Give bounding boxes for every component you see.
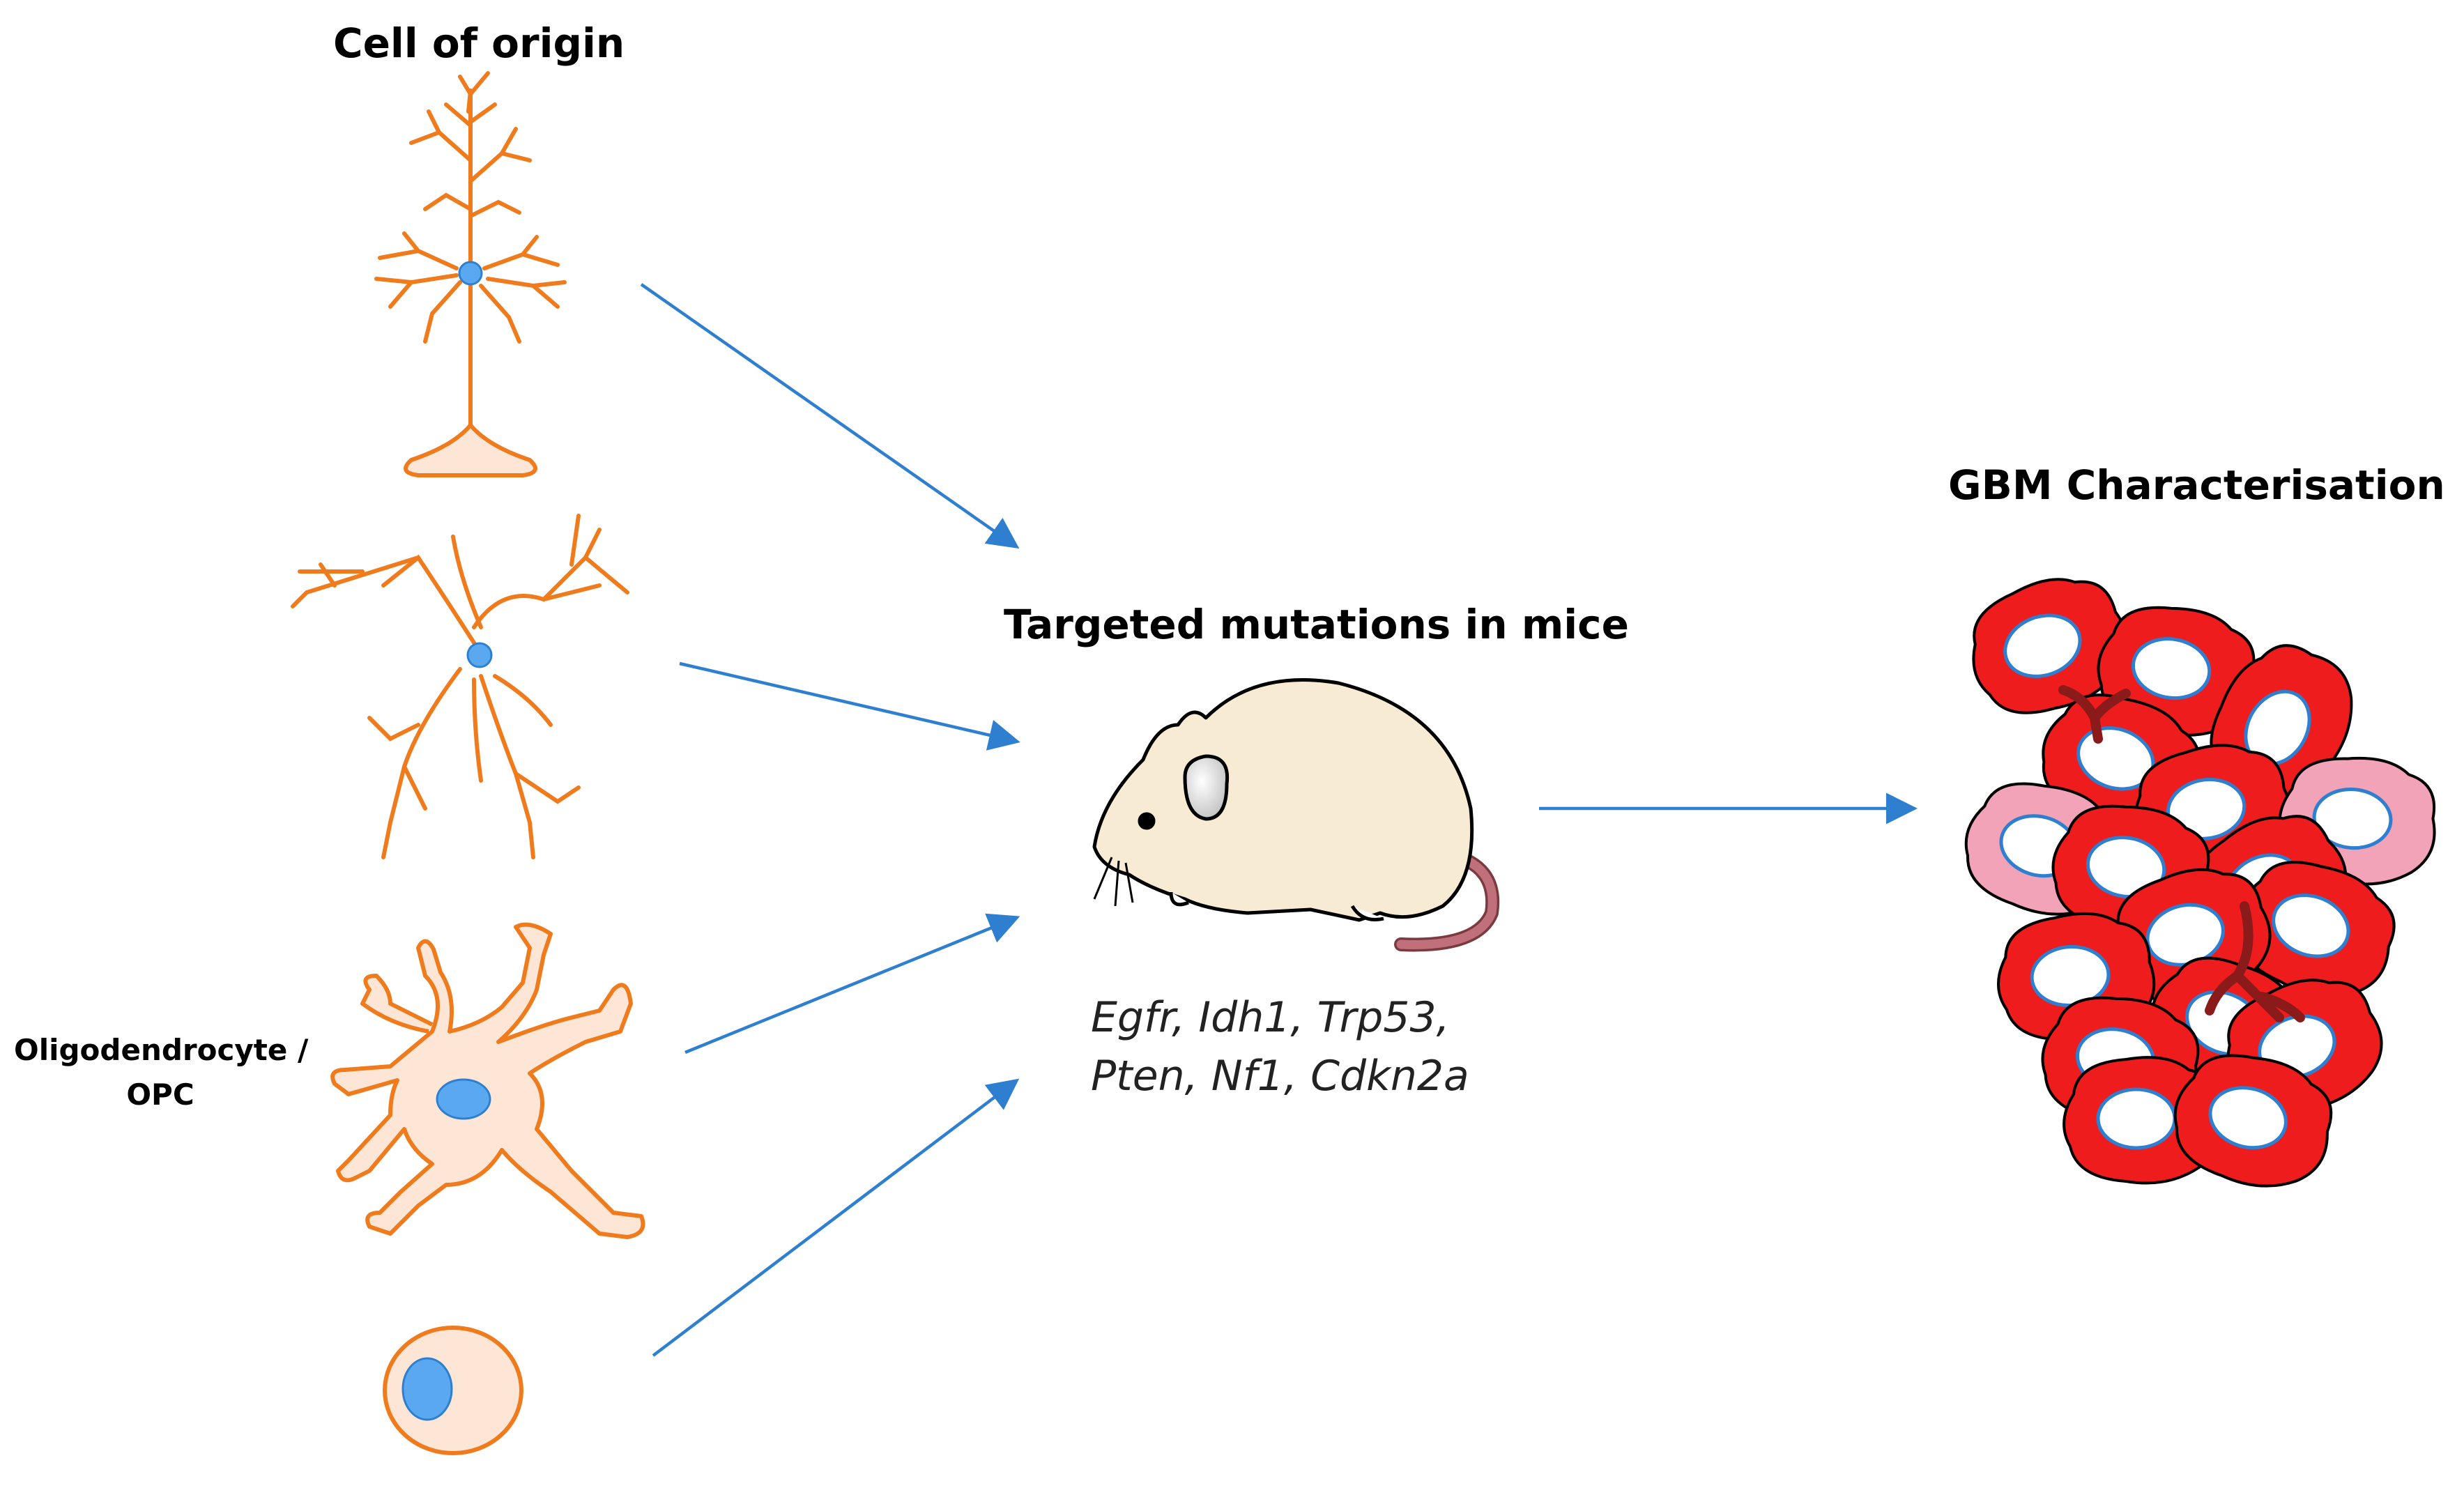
- astrocyte-nucleus: [466, 642, 493, 668]
- tumor-cell: [2173, 1054, 2333, 1188]
- gbm-characterisation-title: GBM Characterisation: [1948, 461, 2445, 509]
- mouse-icon: [1092, 678, 1500, 952]
- tumor-cell: [1972, 578, 2129, 714]
- gene-list: Egfr, Idh1, Trp53, Pten, Nf1, Cdkn2a: [1091, 988, 1469, 1105]
- neuron-icon: [374, 71, 567, 477]
- neuron-nucleus: [458, 261, 483, 286]
- blood-vessel: [2257, 992, 2305, 1022]
- oligodendrocyte-label-line1: Oligodendrocyte /: [14, 1033, 309, 1067]
- oligodendrocyte-label-line2: OPC: [126, 1077, 194, 1112]
- gene-list-line2: Pten, Nf1, Cdkn2a: [1091, 1052, 1469, 1100]
- tumor-cell: [2063, 1056, 2221, 1185]
- arrow-oligodendrocyte-to-mouse: [684, 913, 1020, 1054]
- blood-vessel: [2090, 713, 2103, 744]
- cell-of-origin-title: Cell of origin: [333, 20, 625, 67]
- input-arrows: [640, 283, 1020, 1357]
- neural-stem-cell-icon: [383, 1326, 523, 1455]
- tumor-cell: [2237, 861, 2396, 997]
- astrocyte-icon: [291, 514, 629, 859]
- oligodendrocyte-nucleus: [436, 1078, 491, 1120]
- arrow-neuron-to-mouse: [640, 283, 1020, 549]
- blood-vessel: [2205, 971, 2242, 1015]
- oligodendrocyte-icon: [330, 922, 645, 1239]
- arrow-stem-cell-to-mouse: [652, 1078, 1020, 1357]
- arrow-astrocyte-to-mouse: [679, 661, 1020, 751]
- tumor-cells-icon: [1964, 578, 2436, 1188]
- oligodendrocyte-label: Oligodendrocyte / OPC: [14, 1028, 309, 1117]
- targeted-mutations-title: Targeted mutations in mice: [1004, 601, 1629, 648]
- gene-list-line1: Egfr, Idh1, Trp53,: [1091, 993, 1450, 1042]
